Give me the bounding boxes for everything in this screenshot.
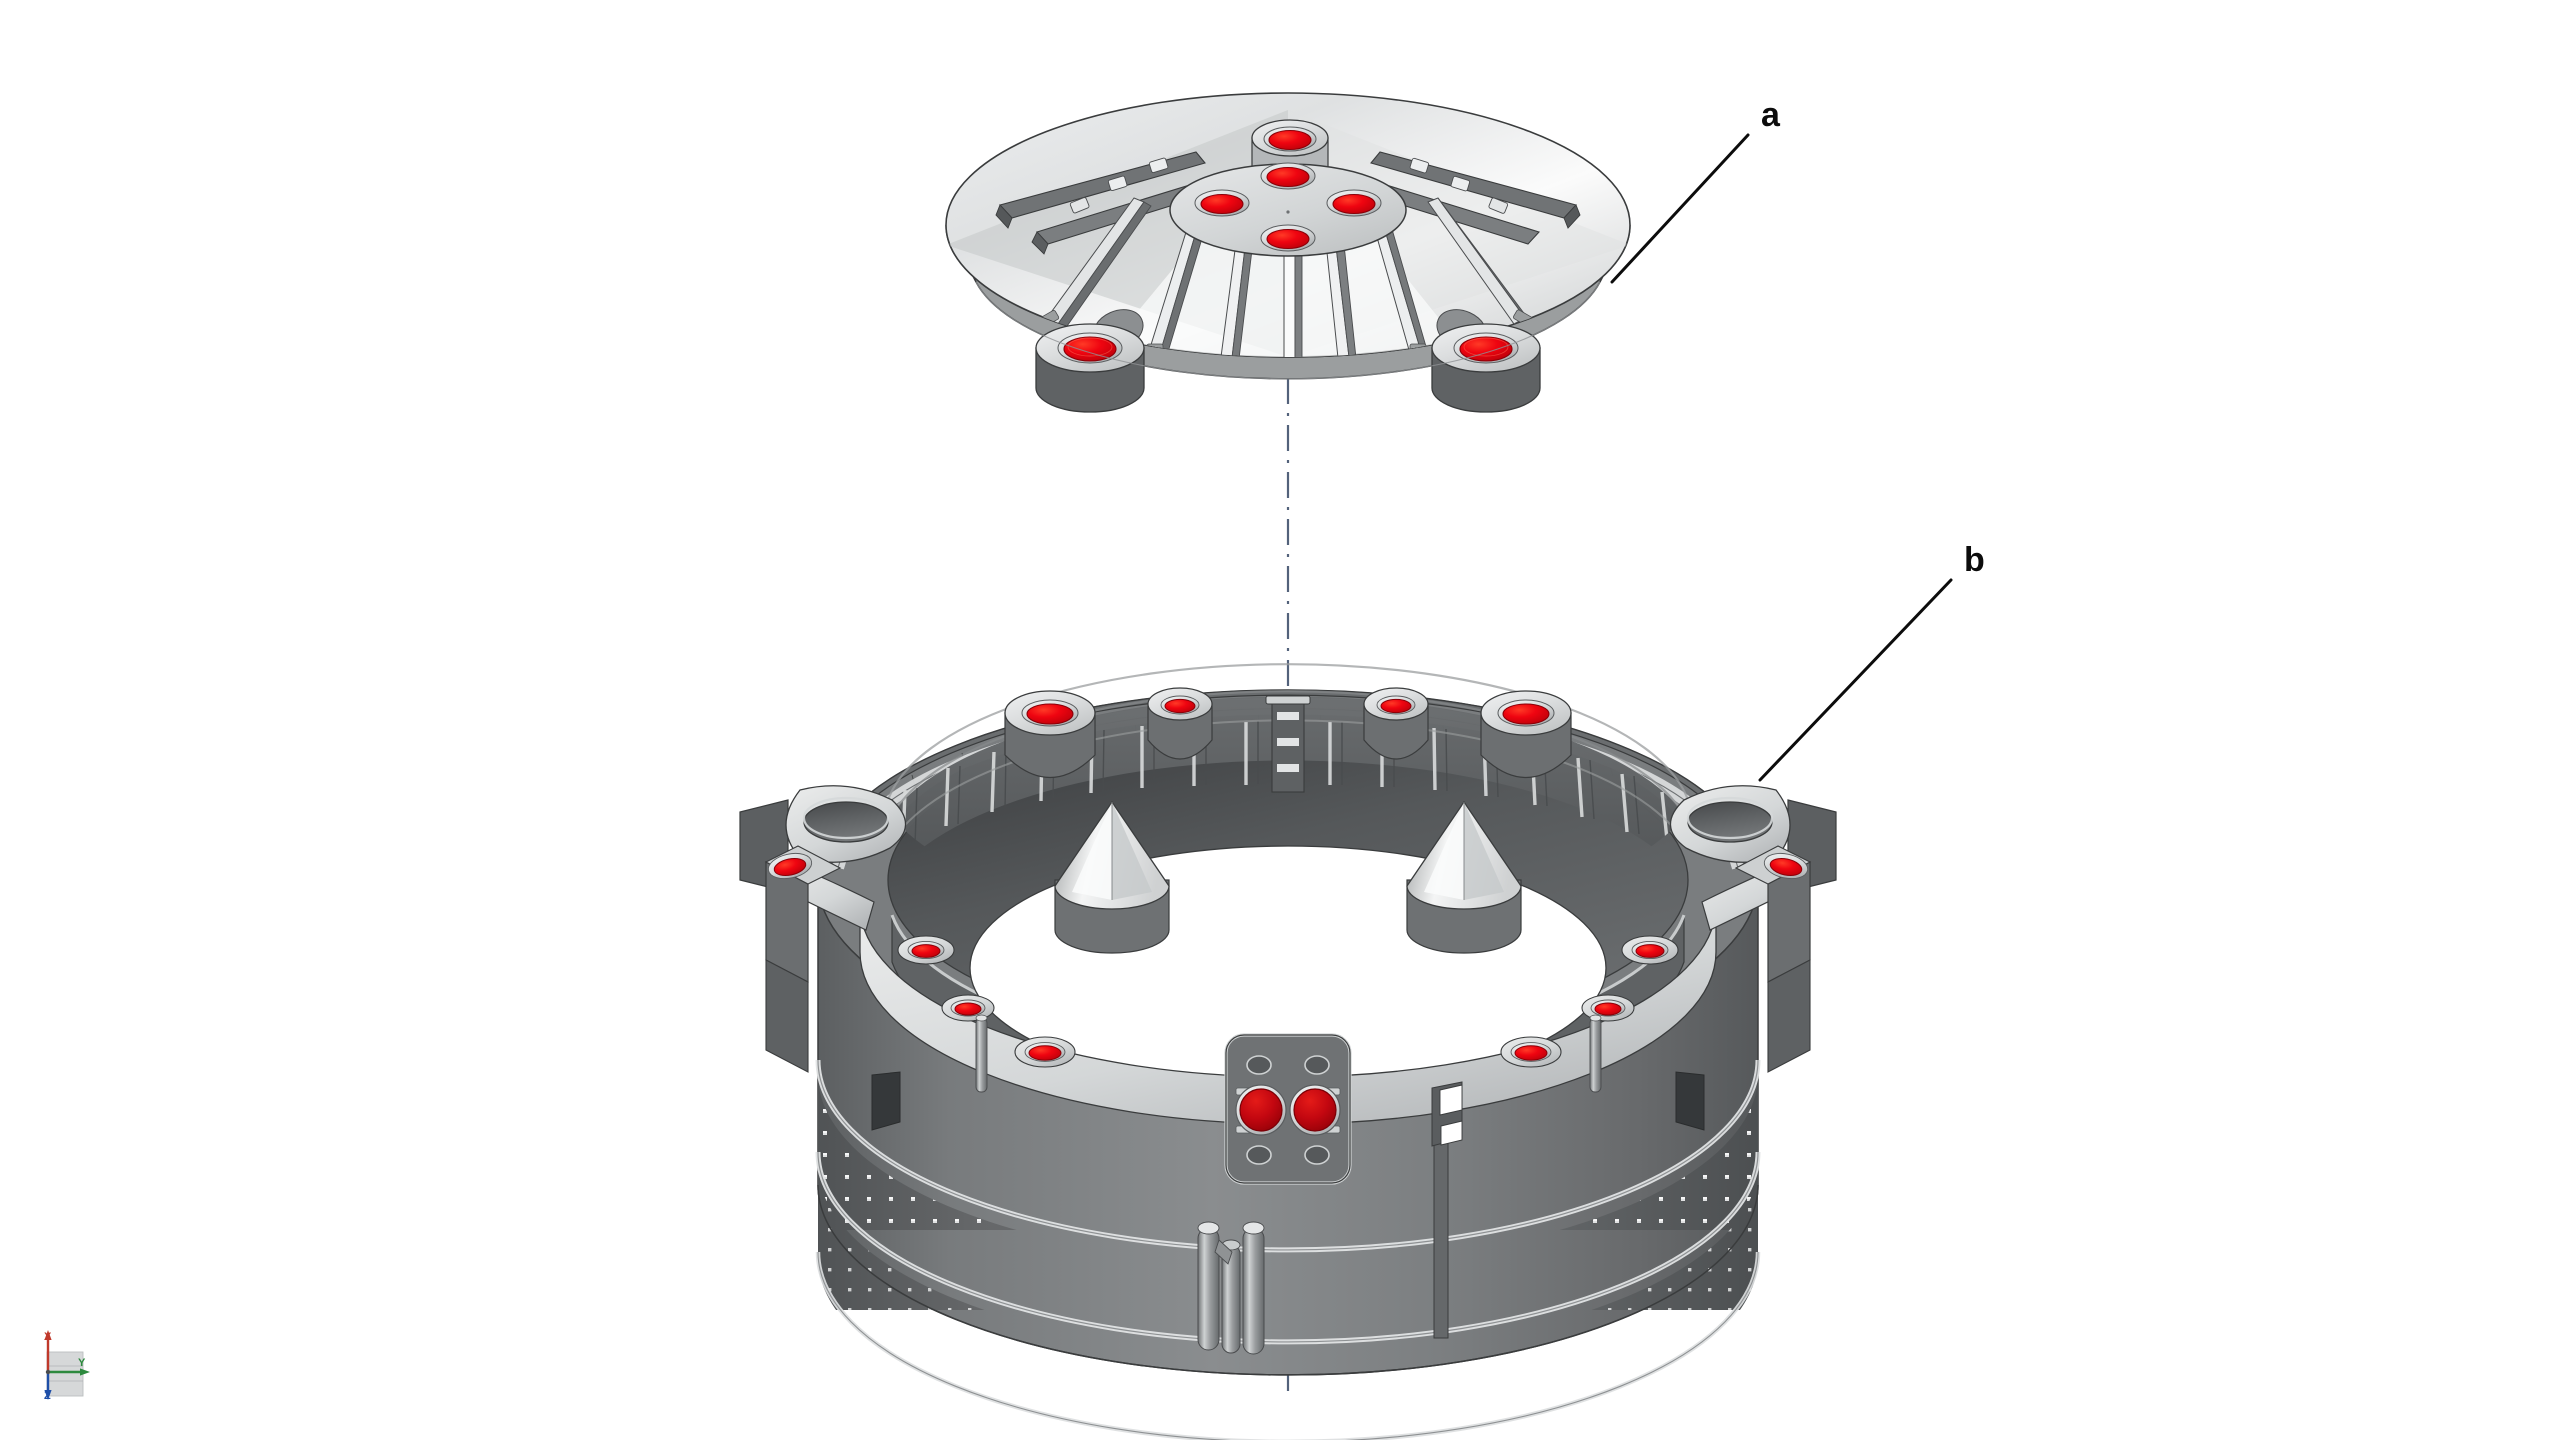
guide-pin-left: [975, 1014, 988, 1093]
pendant-boss: [1480, 690, 1572, 778]
port-red: [1063, 336, 1117, 362]
leader-line-b: [1758, 578, 1953, 782]
center-connector-block[interactable]: [1224, 1033, 1352, 1185]
callout-label-a: a: [1761, 96, 1780, 134]
wall-notch-right: [1675, 1071, 1705, 1131]
lug-bore: [1687, 801, 1773, 843]
hub-port-top: [1260, 162, 1316, 190]
lug-bore: [803, 801, 889, 843]
callout-leaders: [1610, 133, 1953, 782]
coordinate-axis-triad: [44, 1330, 90, 1400]
vertical-rib-bracket: [1431, 1081, 1463, 1339]
standpipe-group: [1197, 1221, 1265, 1355]
port-red: [1268, 129, 1312, 151]
callout-label-b: b: [1964, 541, 1985, 579]
ring-wall-beads: [815, 1059, 1761, 1440]
connector-port-right: [1289, 1084, 1341, 1136]
dome-outer-boss-left[interactable]: [1035, 323, 1145, 413]
ring-pendant-bosses: [1004, 687, 1572, 793]
front-flange-ports: [897, 935, 1679, 1068]
part-lower-housing-ring[interactable]: [739, 663, 1837, 1440]
standpipe: [1242, 1221, 1265, 1355]
dome-rib-pads: [1069, 157, 1509, 214]
connector-holes: [1246, 1055, 1330, 1165]
axis-y-label: Y: [78, 1357, 86, 1369]
axis-x-label: X: [44, 1331, 52, 1343]
part-upper-dome-cover[interactable]: [945, 92, 1631, 413]
side-mounting-lug-right[interactable]: [1669, 785, 1837, 1073]
pendant-boss: [1004, 690, 1096, 778]
pendant-boss: [1147, 687, 1213, 760]
dome-center-hub[interactable]: [1169, 119, 1407, 257]
connector-port-left: [1235, 1084, 1287, 1136]
pendant-center-column: [1265, 695, 1311, 793]
port-red: [1459, 336, 1513, 362]
cone-deflector-left: [1054, 800, 1170, 954]
lug-boss-outer: [764, 845, 842, 983]
hub-port-left: [1194, 189, 1250, 217]
pendant-boss: [1363, 687, 1429, 760]
cone-deflector-right: [1406, 800, 1522, 954]
standpipe: [1197, 1221, 1220, 1351]
axis-z-label: Z: [44, 1390, 51, 1402]
leader-line-a: [1610, 133, 1750, 284]
hub-port-bottom: [1260, 224, 1316, 252]
standpipe: [1221, 1239, 1241, 1354]
wall-notch-left: [871, 1071, 901, 1131]
hub-port-right: [1326, 189, 1382, 217]
lug-boss-outer: [1734, 845, 1812, 983]
dome-outer-boss-right[interactable]: [1431, 323, 1541, 413]
hub-center-mark: [1286, 210, 1290, 214]
side-mounting-lug-left[interactable]: [739, 785, 907, 1073]
guide-pin-right: [1589, 1014, 1602, 1093]
